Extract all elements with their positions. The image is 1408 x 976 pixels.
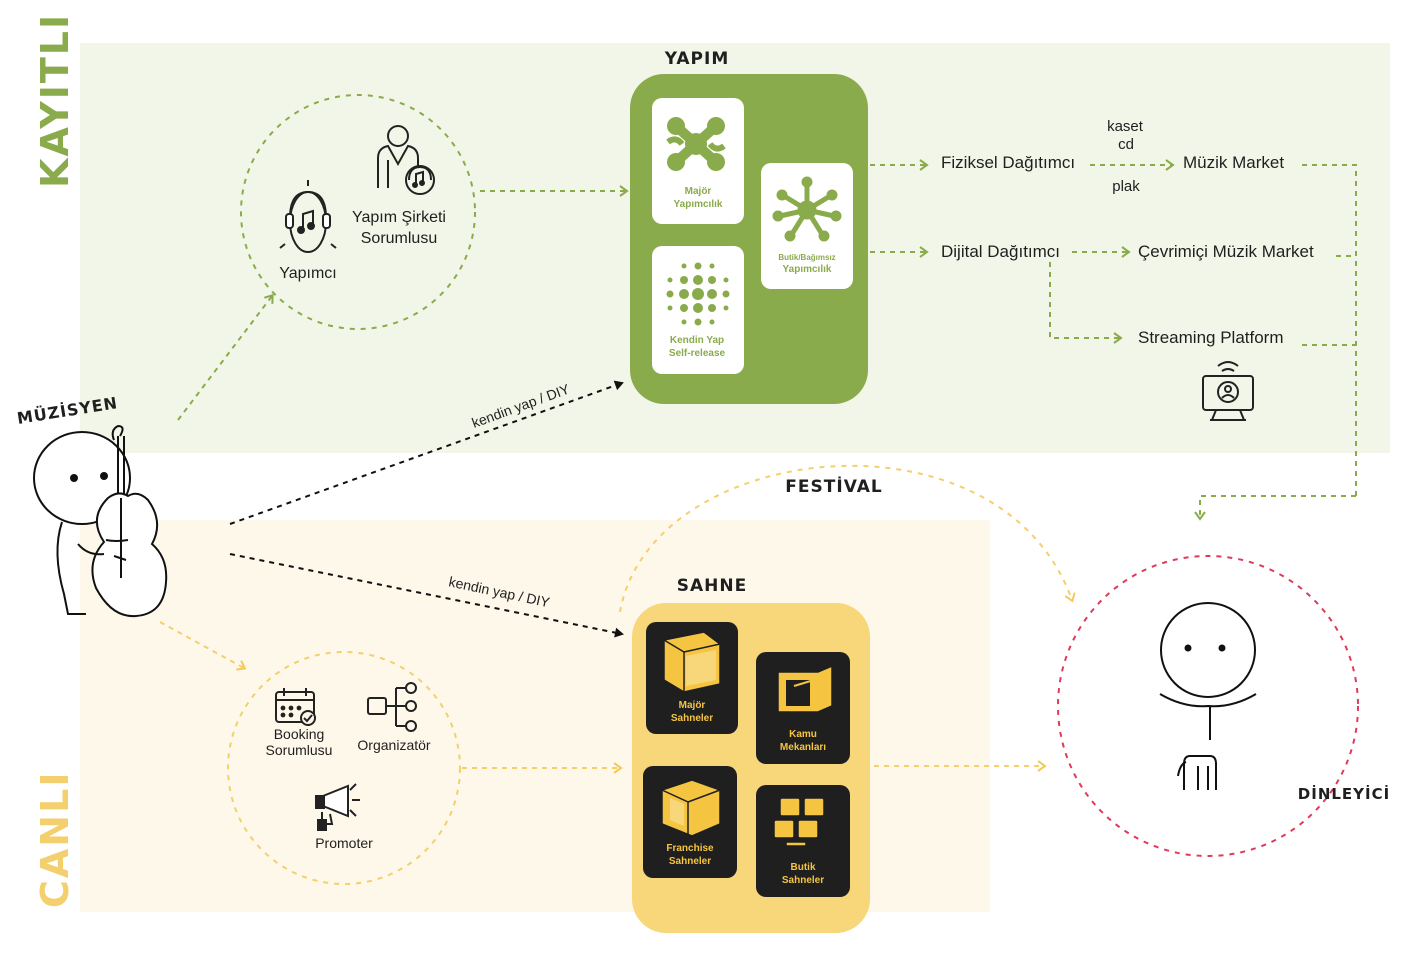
- franchise-stage-cube-icon: [661, 779, 721, 837]
- promoter-megaphone-icon: [315, 783, 360, 831]
- boutique-stage-text-1: Butik: [791, 862, 816, 873]
- major-label-card: Majör Yapımcılık: [652, 98, 744, 224]
- musician-figure-icon: [33, 424, 168, 618]
- flow-arrows: [159, 159, 1357, 774]
- organizer-hierarchy-icon: [367, 682, 417, 732]
- booking-label-1: Booking: [274, 726, 325, 742]
- diy-dots-icon: [666, 262, 730, 326]
- festival-label: FESTİVAL: [785, 475, 882, 497]
- franchise-stage-text-1: Franchise: [666, 843, 714, 854]
- label-manager-icon: [377, 125, 435, 195]
- boutique-stage-text-2: Sahneler: [782, 875, 824, 886]
- major-stage-cube-icon: [663, 631, 721, 693]
- boutique-stage-blocks-icon: [773, 797, 825, 847]
- production-roles-circle: [240, 94, 476, 330]
- diy-label-text-2: Self-release: [669, 348, 726, 359]
- boutique-label-icon: [772, 176, 842, 242]
- boutique-label-text-1: Butik/Bağımsız: [778, 253, 835, 262]
- listener-title: DİNLEYİCİ: [1298, 784, 1390, 803]
- arrow-recorded-to-listener: [1194, 495, 1356, 521]
- major-label-text-2: Yapımcılık: [674, 199, 723, 210]
- organizer-label: Organizatör: [357, 737, 430, 753]
- physical-distributor-label: Fiziksel Dağıtımcı: [941, 153, 1075, 172]
- arrow-diy-to-stage: [229, 553, 624, 638]
- major-stage-card: Majör Sahneler: [646, 622, 738, 734]
- format-kaset: kaset: [1107, 118, 1144, 135]
- listener-circle: [1057, 555, 1359, 857]
- label-manager-label-1: Yapım Şirketi: [352, 209, 446, 226]
- line-market-to-listener: [1302, 164, 1357, 496]
- boutique-label-card: Butik/Bağımsız Yapımcılık: [761, 163, 853, 289]
- boutique-stage-card: Butik Sahneler: [756, 785, 850, 897]
- section-recorded-label: KAYITLI: [33, 13, 77, 188]
- franchise-stage-text-2: Sahneler: [669, 856, 711, 867]
- public-venue-card: Kamu Mekanları: [756, 652, 850, 764]
- streaming-platform-label: Streaming Platform: [1138, 328, 1284, 347]
- label-manager-label-2: Sorumlusu: [361, 230, 437, 247]
- producer-label: Yapımcı: [279, 265, 337, 282]
- stage-title: SAHNE: [677, 576, 747, 596]
- franchise-stage-card: Franchise Sahneler: [643, 766, 737, 878]
- major-label-icon: [666, 117, 726, 171]
- public-venue-frame-icon: [777, 664, 833, 713]
- diy-label-card: Kendin Yap Self-release: [652, 246, 744, 374]
- listener-figure-icon: [1159, 602, 1257, 790]
- major-stage-text-1: Majör: [679, 700, 706, 711]
- music-market-label: Müzik Market: [1183, 153, 1284, 172]
- major-stage-text-2: Sahneler: [671, 713, 713, 724]
- production-title: YAPIM: [664, 49, 730, 69]
- booking-calendar-icon: [275, 688, 316, 726]
- producer-icon: [279, 180, 337, 253]
- online-music-market-label: Çevrimiçi Müzik Market: [1138, 242, 1314, 261]
- streaming-monitor-icon: [1202, 361, 1254, 421]
- public-venue-text-2: Mekanları: [780, 742, 826, 753]
- arrow-digital-to-streaming: [1049, 262, 1123, 344]
- public-venue-text-1: Kamu: [789, 729, 817, 740]
- digital-distributor-label: Dijital Dağıtımcı: [941, 242, 1060, 261]
- diy-label-text-1: Kendin Yap: [670, 335, 724, 346]
- boutique-label-text-2: Yapımcılık: [783, 264, 832, 275]
- format-cd: cd: [1118, 136, 1134, 153]
- festival-arc: [619, 464, 1076, 613]
- section-live-label: CANLI: [33, 771, 77, 908]
- promoter-label: Promoter: [315, 835, 373, 851]
- live-roles-circle: [227, 651, 461, 885]
- major-label-text-1: Majör: [685, 186, 712, 197]
- booking-label-2: Sorumlusu: [266, 742, 333, 758]
- format-plak: plak: [1112, 178, 1140, 195]
